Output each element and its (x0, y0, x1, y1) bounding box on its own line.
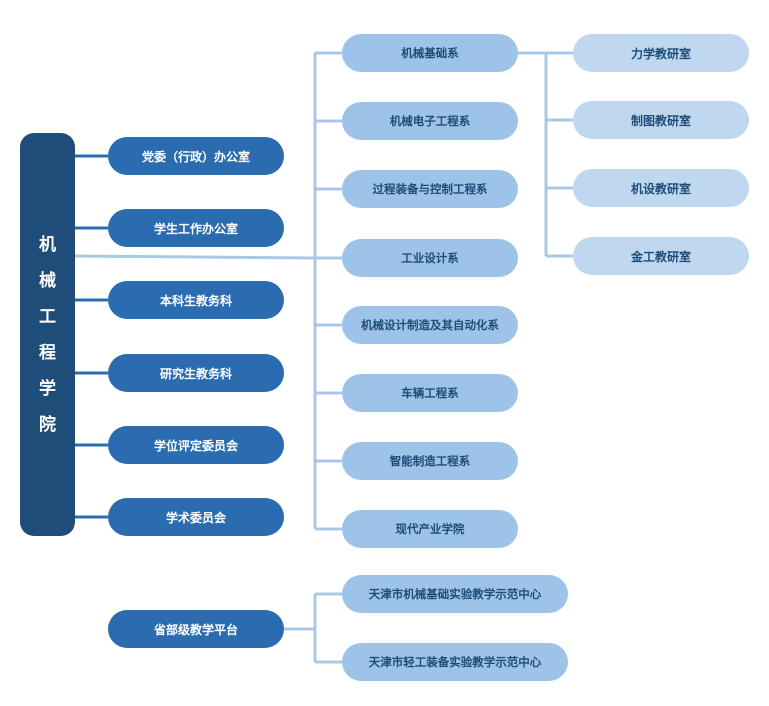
department-node: 机械设计制造及其自动化系 (342, 306, 518, 344)
office-node: 学术委员会 (108, 498, 284, 536)
department-node: 现代产业学院 (342, 510, 518, 548)
department-node: 机械电子工程系 (342, 102, 518, 140)
office-node: 党委（行政）办公室 (108, 137, 284, 175)
department-node: 智能制造工程系 (342, 442, 518, 480)
root-char: 程 (39, 342, 56, 363)
center-node: 天津市机械基础实验教学示范中心 (342, 575, 568, 613)
platform-node: 省部级教学平台 (108, 610, 284, 648)
department-node: 工业设计系 (342, 239, 518, 277)
lab-node: 金工教研室 (573, 237, 749, 275)
lab-node: 机设教研室 (573, 169, 749, 207)
office-node: 学生工作办公室 (108, 209, 284, 247)
college-root-node: 机 械 工 程 学 院 (20, 133, 75, 536)
root-char: 机 (39, 234, 56, 255)
root-char: 工 (39, 306, 56, 327)
root-char: 学 (39, 378, 56, 399)
office-node: 学位评定委员会 (108, 426, 284, 464)
center-node: 天津市轻工装备实验教学示范中心 (342, 643, 568, 681)
root-char: 院 (39, 414, 56, 435)
office-node: 本科生教务科 (108, 281, 284, 319)
department-node: 车辆工程系 (342, 374, 518, 412)
department-node: 机械基础系 (342, 34, 518, 72)
office-node: 研究生教务科 (108, 354, 284, 392)
lab-node: 力学教研室 (573, 34, 749, 72)
lab-node: 制图教研室 (573, 101, 749, 139)
department-node: 过程装备与控制工程系 (342, 170, 518, 208)
root-char: 械 (39, 270, 56, 291)
